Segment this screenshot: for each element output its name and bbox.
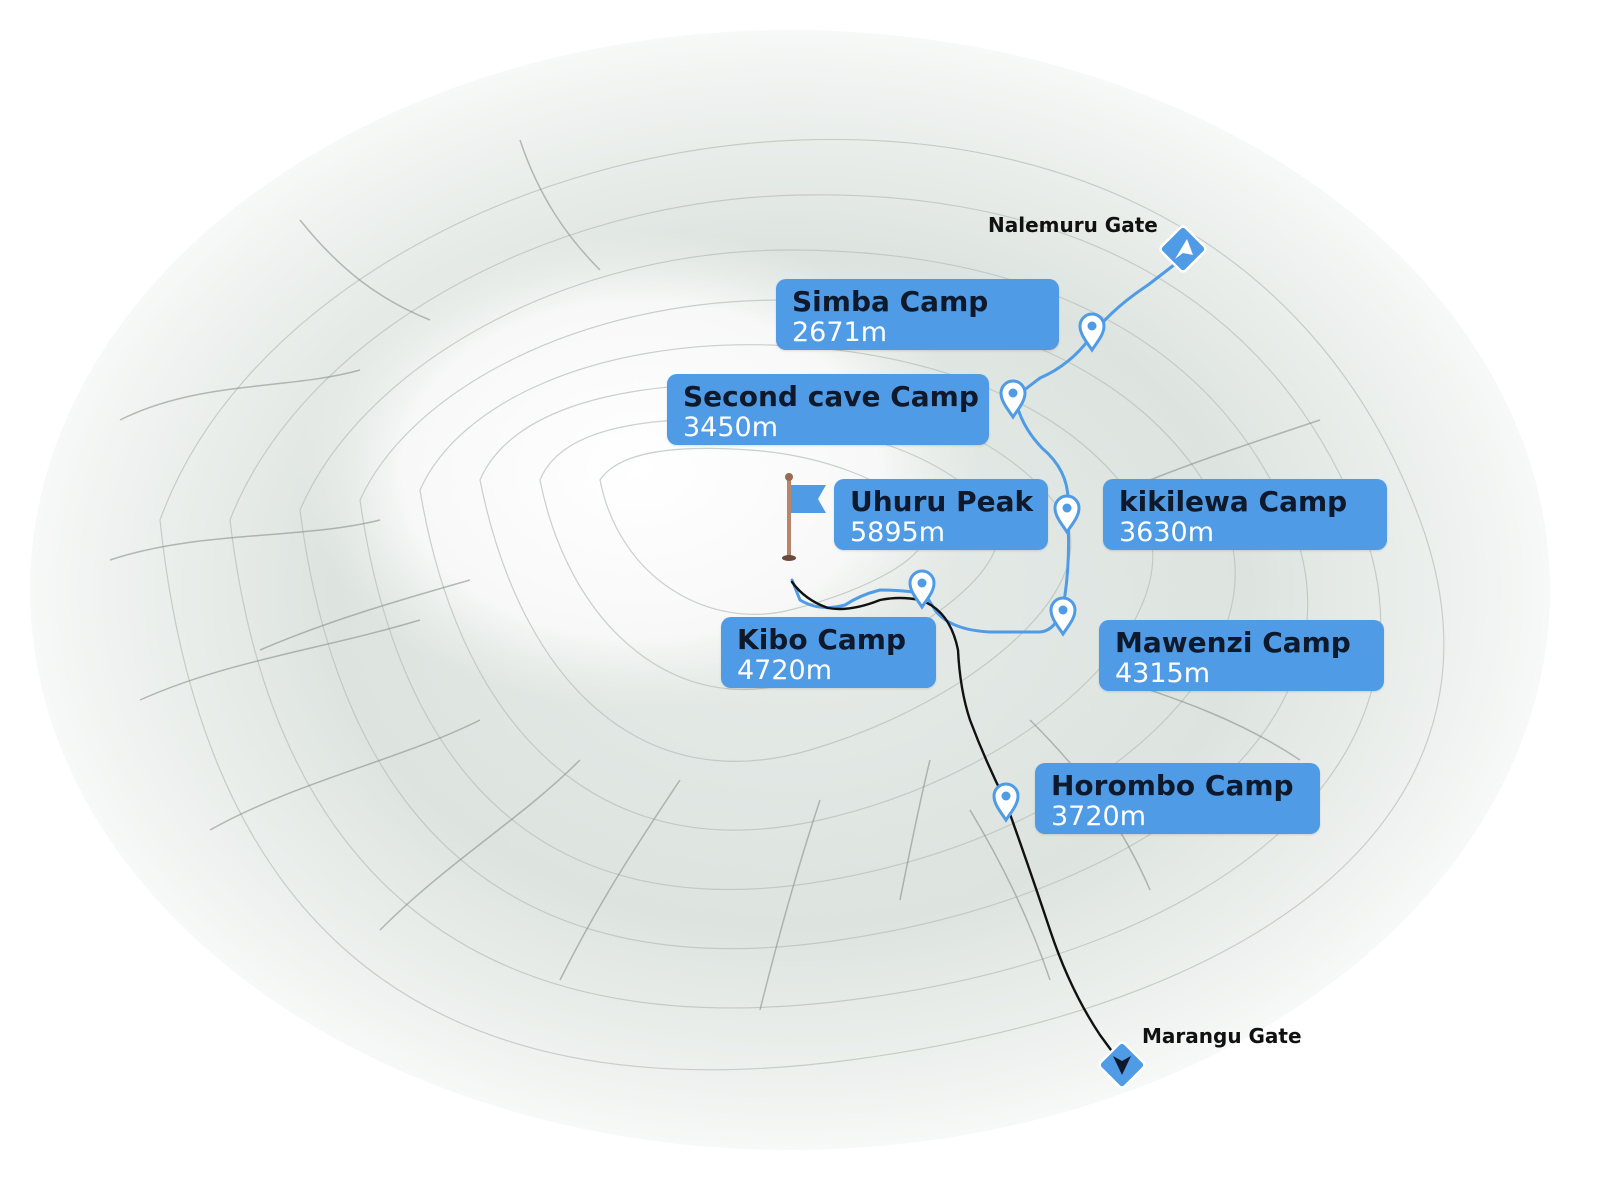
marangu-route-line	[790, 580, 1124, 1067]
camp-elevation: 3630m	[1119, 517, 1215, 548]
camp-name: Uhuru Peak	[850, 485, 1034, 518]
map-pin-icon[interactable]	[999, 379, 1027, 420]
camp-name: Mawenzi Camp	[1115, 626, 1351, 659]
camp-name: Second cave Camp	[683, 380, 979, 413]
camp-elevation: 4720m	[737, 655, 833, 686]
camp-card-second-cave[interactable]: Second cave Camp 3450m	[667, 374, 989, 445]
camp-card-uhuru[interactable]: Uhuru Peak 5895m	[834, 479, 1048, 550]
summit-flag-icon	[782, 473, 826, 561]
camp-elevation: 3450m	[683, 412, 779, 443]
camp-card-horombo[interactable]: Horombo Camp 3720m	[1035, 763, 1320, 834]
camp-card-kibo[interactable]: Kibo Camp 4720m	[721, 617, 936, 688]
camp-elevation: 2671m	[792, 317, 888, 348]
camp-card-kikilewa[interactable]: kikilewa Camp 3630m	[1103, 479, 1387, 550]
navigation-arrow-icon[interactable]	[1098, 1041, 1146, 1089]
route-lines	[790, 256, 1185, 1067]
camp-name: Horombo Camp	[1051, 769, 1294, 802]
camp-elevation: 3720m	[1051, 801, 1147, 832]
camp-elevation: 4315m	[1115, 658, 1211, 689]
map-pin-icon[interactable]	[1078, 312, 1106, 353]
navigation-arrow-icon[interactable]	[1159, 225, 1207, 273]
map-pin-icon[interactable]	[908, 569, 936, 610]
camp-name: Simba Camp	[792, 285, 989, 318]
camp-name: Kibo Camp	[737, 623, 906, 656]
camp-card-mawenzi[interactable]: Mawenzi Camp 4315m	[1099, 620, 1384, 691]
marangu-gate-label: Marangu Gate	[1142, 1024, 1302, 1048]
camp-name: kikilewa Camp	[1119, 485, 1348, 518]
nalemuru-gate-label: Nalemuru Gate	[988, 213, 1158, 237]
map-pins	[908, 312, 1106, 823]
map-pin-icon[interactable]	[1053, 494, 1081, 535]
camp-elevation: 5895m	[850, 517, 946, 548]
terrain-relief	[30, 30, 1550, 1150]
camp-card-simba[interactable]: Simba Camp 2671m	[776, 279, 1059, 350]
map-pin-icon[interactable]	[992, 782, 1020, 823]
rongai-route-line	[790, 256, 1185, 634]
map-pin-icon[interactable]	[1049, 596, 1077, 637]
